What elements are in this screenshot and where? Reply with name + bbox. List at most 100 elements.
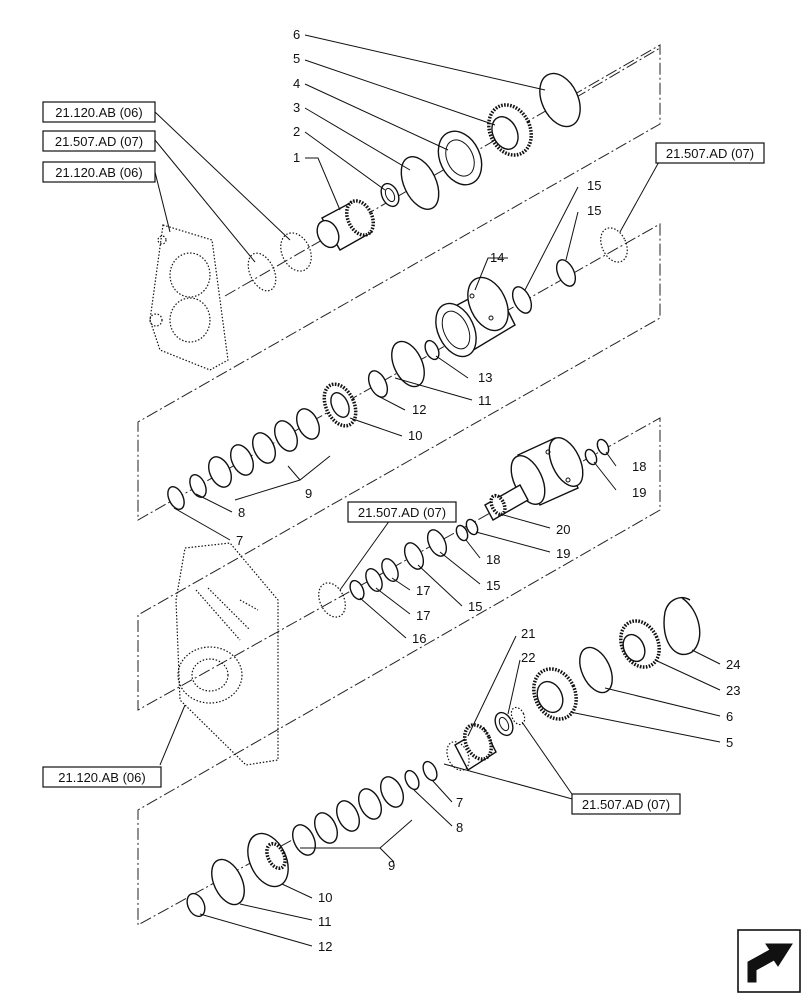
ref-gear-right — [600, 227, 628, 263]
callout-10-mid: 10 — [408, 428, 422, 443]
svg-text:21.507.AD (07): 21.507.AD (07) — [582, 797, 670, 812]
part-11-ring-lower — [211, 858, 245, 906]
part-21-spline-hub — [446, 723, 497, 772]
part-14-carrier-housing — [435, 276, 516, 358]
callout-24: 24 — [726, 657, 740, 672]
callout-5-top: 5 — [293, 51, 300, 66]
ref-box-4[interactable]: 21.507.AD (07) — [655, 142, 765, 164]
part-22-washer — [494, 711, 514, 737]
part-18-ring-lower — [455, 524, 469, 542]
callout-15-a: 15 — [587, 178, 601, 193]
callout-9-mid: 9 — [305, 486, 312, 501]
callout-5-lower: 5 — [726, 735, 733, 750]
callout-3-top: 3 — [293, 100, 300, 115]
callout-18-lower: 18 — [486, 552, 500, 567]
callout-6-top: 6 — [293, 27, 300, 42]
callout-14: 14 — [490, 250, 504, 265]
callout-15-d: 15 — [468, 599, 482, 614]
callout-11-mid: 11 — [478, 393, 492, 408]
ref-box-2[interactable]: 21.507.AD (07) — [42, 130, 156, 152]
callout-7-lower: 7 — [456, 795, 463, 810]
callout-4-top: 4 — [293, 76, 300, 91]
ref-box-1[interactable]: 21.120.AB (06) — [42, 101, 156, 123]
part-12-ring-lower — [186, 892, 206, 918]
part-20-shaft — [484, 437, 584, 521]
svg-text:21.507.AD (07): 21.507.AD (07) — [666, 146, 754, 161]
callout-2-top: 2 — [293, 124, 300, 139]
callout-7-mid: 7 — [236, 533, 243, 548]
part-10-piston-lower — [247, 832, 289, 888]
part-9-clutch-discs — [207, 408, 321, 488]
next-page-arrow-icon[interactable] — [737, 929, 801, 993]
callout-9-lower: 9 — [388, 858, 395, 873]
callout-15-b: 15 — [587, 203, 601, 218]
part-6-ring-lower — [579, 646, 613, 694]
callout-8-mid: 8 — [238, 505, 245, 520]
callout-12-mid: 12 — [412, 402, 426, 417]
part-15-ring-a — [511, 286, 533, 314]
part-16-ring — [349, 579, 365, 601]
part-5-gear — [487, 103, 533, 157]
part-7-ring — [167, 486, 185, 510]
part-19-ring-upper — [584, 448, 598, 466]
part-12-ring — [367, 370, 389, 398]
part-3-snap-ring — [400, 156, 440, 210]
part-1-spline-hub — [316, 199, 376, 251]
part-13-snap-ring — [424, 339, 440, 361]
part-5-gear-lower — [532, 667, 578, 721]
svg-text:21.120.AB (06): 21.120.AB (06) — [58, 770, 145, 785]
ref-box-5[interactable]: 21.507.AD (07) — [347, 501, 457, 523]
part-8-ring — [189, 474, 207, 498]
middle-housing — [175, 542, 279, 766]
callout-17-b: 17 — [416, 608, 430, 623]
part-4-bearing-ring — [437, 130, 483, 186]
callout-10-lower: 10 — [318, 890, 332, 905]
part-18-ring-upper — [596, 438, 610, 456]
part-10-piston — [322, 382, 358, 428]
part-15-ring-b — [555, 259, 577, 287]
callout-13: 13 — [478, 370, 492, 385]
callout-18-upper: 18 — [632, 459, 646, 474]
ref-box-7[interactable]: 21.507.AD (07) — [571, 793, 681, 815]
callout-6-lower: 6 — [726, 709, 733, 724]
svg-text:21.120.AB (06): 21.120.AB (06) — [55, 165, 142, 180]
part-15-ring-c — [426, 529, 448, 557]
part-6-snap-ring — [539, 72, 581, 128]
ref-box-3[interactable]: 21.120.AB (06) — [42, 161, 156, 183]
callout-11-lower: 11 — [318, 914, 332, 929]
callout-1-top: 1 — [293, 150, 300, 165]
part-24-snap-ring — [663, 596, 701, 655]
upper-snap-rings-left — [247, 232, 312, 292]
leader-lines — [154, 34, 721, 947]
part-17-ring-a — [381, 558, 399, 582]
callout-20: 20 — [556, 522, 570, 537]
callout-8-lower: 8 — [456, 820, 463, 835]
part-23-gear — [619, 619, 661, 669]
svg-text:21.120.AB (06): 21.120.AB (06) — [55, 105, 142, 120]
callout-19-upper: 19 — [632, 485, 646, 500]
callout-15-c: 15 — [486, 578, 500, 593]
part-9-clutch-discs-lower — [291, 776, 405, 856]
callout-labels: 6 5 4 3 2 1 15 15 14 13 11 12 10 9 8 7 1… — [236, 27, 740, 954]
callout-22: 22 — [521, 650, 535, 665]
part-15-ring-d — [403, 542, 425, 570]
callout-21: 21 — [521, 626, 535, 641]
callout-16: 16 — [412, 631, 426, 646]
ref-gear-middle — [318, 582, 346, 618]
upper-housing-cover — [149, 224, 229, 371]
ref-small-gear-lower — [510, 706, 526, 726]
ref-box-6[interactable]: 21.120.AB (06) — [42, 766, 162, 788]
part-2-washer — [380, 182, 400, 208]
part-19-ring-lower — [465, 518, 479, 536]
callout-19-lower: 19 — [556, 546, 570, 561]
part-7-ring-lower — [422, 760, 438, 782]
svg-text:21.507.AD (07): 21.507.AD (07) — [55, 134, 143, 149]
svg-text:21.507.AD (07): 21.507.AD (07) — [358, 505, 446, 520]
callout-23: 23 — [726, 683, 740, 698]
part-8-ring-lower — [404, 769, 420, 791]
frame-lines — [137, 44, 661, 926]
callout-12-lower: 12 — [318, 939, 332, 954]
callout-17-a: 17 — [416, 583, 430, 598]
part-11-ring — [391, 340, 425, 388]
